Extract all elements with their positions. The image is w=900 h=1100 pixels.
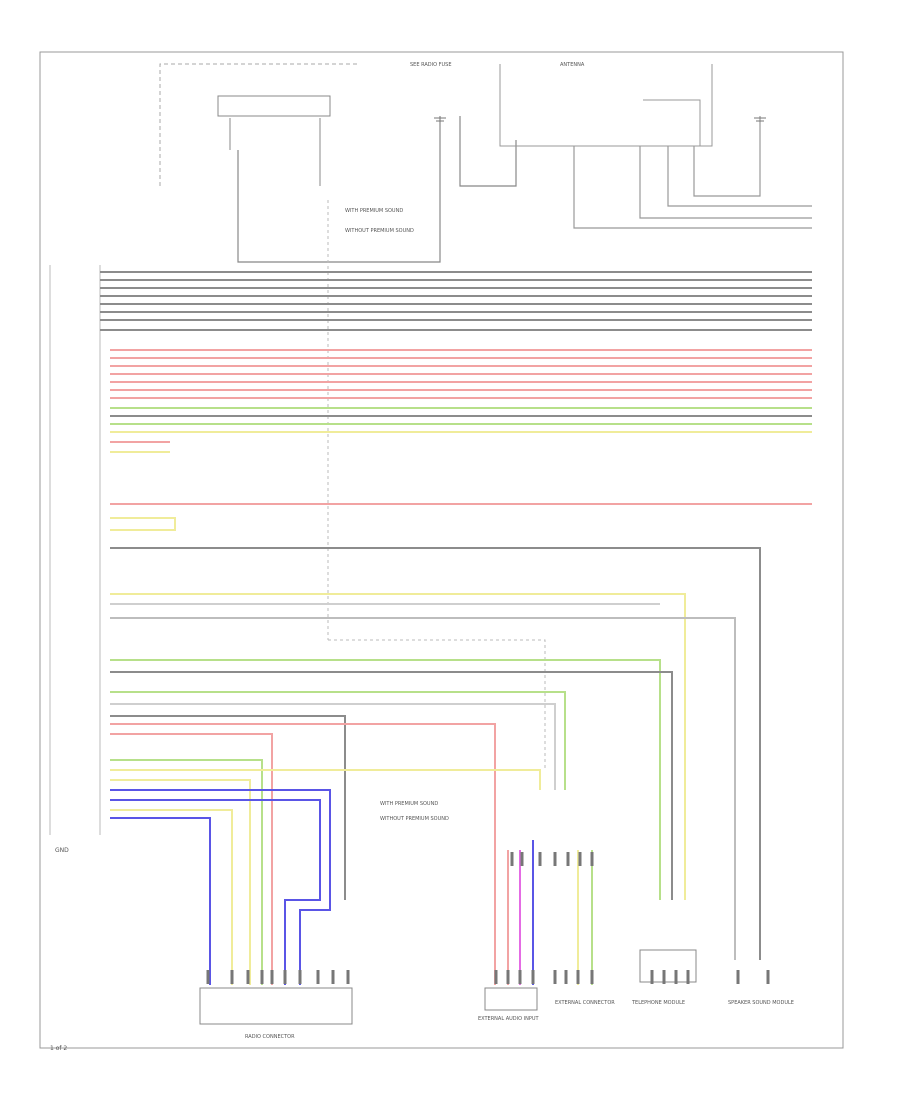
note-1: WITH PREMIUM SOUND [380,801,438,807]
top-left-box [217,95,331,117]
ground-symbols [434,117,766,122]
lower-routed-wires [110,503,812,985]
connector-pins [206,852,770,984]
radio-fuse-label: SEE RADIO FUSE [410,62,452,68]
external-audio-box [484,987,538,1011]
telephone-module-box [639,949,697,983]
external-connector-label: EXTERNAL CONNECTOR [555,1000,615,1006]
radio-connector-label: RADIO CONNECTOR [245,1034,295,1040]
left-ground-label: GND [55,847,69,854]
note-3: WITH PREMIUM SOUND [345,208,403,214]
antenna-module-box [499,64,713,147]
antenna-link-wire [459,116,517,187]
note-4: WITHOUT PREMIUM SOUND [345,228,414,234]
telephone-module-label: TELEPHONE MODULE [631,1000,685,1006]
top-left-box-leads [229,118,321,186]
dashed-route [328,639,546,770]
antenna-sub-box [643,99,701,146]
radio-connector-box [199,987,353,1025]
color-wire-bundle [110,349,812,453]
dashed-enclosure [159,63,360,186]
antenna-label: ANTENNA [560,62,585,68]
gray-wire-bundle [100,271,812,331]
speaker-module-label: SPEAKER SOUND MODULE [728,1000,794,1006]
page-ref: 1 of 2 [50,1045,67,1052]
external-audio-label: EXTERNAL AUDIO INPUT [478,1016,540,1022]
note-2: WITHOUT PREMIUM SOUND [380,816,449,822]
diagram-frame [39,51,844,1049]
antenna-output-wires [573,116,812,229]
top-link-wire [237,116,441,263]
